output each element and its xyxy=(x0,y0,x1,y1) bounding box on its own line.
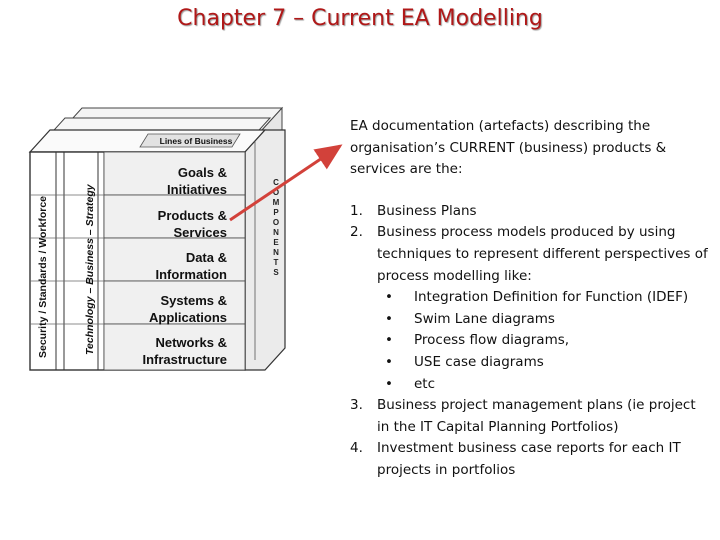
page-title: Chapter 7 – Current EA Modelling xyxy=(177,6,543,31)
row-band xyxy=(103,280,246,325)
row-label-products-line2: Services xyxy=(174,225,228,240)
sub-item-text: Swim Lane diagrams xyxy=(414,310,555,327)
list-number: 4. xyxy=(350,440,363,457)
sub-list-item: • etc xyxy=(377,374,712,396)
description-panel: EA documentation (artefacts) describing … xyxy=(350,116,712,482)
artefact-list: 1. Business Plans 2. Business process mo… xyxy=(350,201,712,482)
list-item-text: Investment business case reports for eac… xyxy=(377,440,681,478)
sub-item-text: Integration Definition for Function (IDE… xyxy=(414,289,689,306)
components-letter: E xyxy=(273,238,279,247)
side-label-technology: Technology – Business – Strategy xyxy=(84,183,96,355)
list-item: 2. Business process models produced by u… xyxy=(350,222,712,395)
row-band xyxy=(103,323,246,371)
row-band xyxy=(103,151,246,196)
list-item-text: Business process models produced by usin… xyxy=(377,224,708,284)
bullet-icon: • xyxy=(385,289,393,306)
components-letter: O xyxy=(273,188,279,197)
row-band xyxy=(103,194,246,239)
row-label-data-line1: Data & xyxy=(186,250,227,265)
components-letter: N xyxy=(273,248,279,257)
cube-rows xyxy=(30,151,246,371)
sub-list: • Integration Definition for Function (ID… xyxy=(377,287,712,395)
components-letter: S xyxy=(273,268,279,277)
sub-list-item: • Integration Definition for Function (ID… xyxy=(377,287,712,309)
sub-list-item: • USE case diagrams xyxy=(377,352,712,374)
components-letters: C O M P O N E N T S xyxy=(273,178,280,277)
list-item-text: Business project management plans (ie pr… xyxy=(377,397,696,435)
cube-right-face xyxy=(244,129,286,371)
row-label-products-line1: Products & xyxy=(158,208,227,223)
sub-list-item: • Process flow diagrams, xyxy=(377,330,712,352)
bullet-icon: • xyxy=(385,353,393,370)
side-label-security: Security / Standards / Workforce xyxy=(37,196,49,358)
lines-of-business-label: Lines of Business xyxy=(160,136,233,146)
lines-of-business-plate xyxy=(139,133,241,148)
list-item: 3. Business project management plans (ie… xyxy=(350,395,712,438)
row-label-goals-line1: Goals & xyxy=(178,165,227,180)
row-label-goals-line2: Initiatives xyxy=(167,182,227,197)
list-item: 1. Business Plans xyxy=(350,201,712,223)
components-letter: T xyxy=(274,258,279,267)
list-number: 3. xyxy=(350,397,363,414)
bullet-icon: • xyxy=(385,332,393,349)
row-label-networks-line2: Infrastructure xyxy=(142,352,227,367)
components-letter: N xyxy=(273,228,279,237)
components-letter: M xyxy=(273,198,280,207)
description-intro: EA documentation (artefacts) describing … xyxy=(350,118,667,178)
components-letter: C xyxy=(273,178,279,187)
row-label-systems-line1: Systems & xyxy=(161,293,227,308)
list-item: 4. Investment business case reports for … xyxy=(350,438,712,481)
list-number: 2. xyxy=(350,224,363,241)
row-label-networks-line1: Networks & xyxy=(155,335,227,350)
sub-item-text: etc xyxy=(414,375,436,392)
bullet-icon: • xyxy=(385,310,393,327)
components-letter: O xyxy=(273,218,279,227)
sub-list-item: • Swim Lane diagrams xyxy=(377,309,712,331)
arrow-connector xyxy=(229,144,343,222)
components-letter: P xyxy=(273,208,279,217)
sub-item-text: USE case diagrams xyxy=(414,353,544,370)
list-number: 1. xyxy=(350,202,363,219)
list-item-text: Business Plans xyxy=(377,202,477,219)
row-label-systems-line2: Applications xyxy=(149,310,227,325)
bullet-icon: • xyxy=(385,375,393,392)
row-label-data-line2: Information xyxy=(156,267,228,282)
sub-item-text: Process flow diagrams, xyxy=(414,332,570,349)
